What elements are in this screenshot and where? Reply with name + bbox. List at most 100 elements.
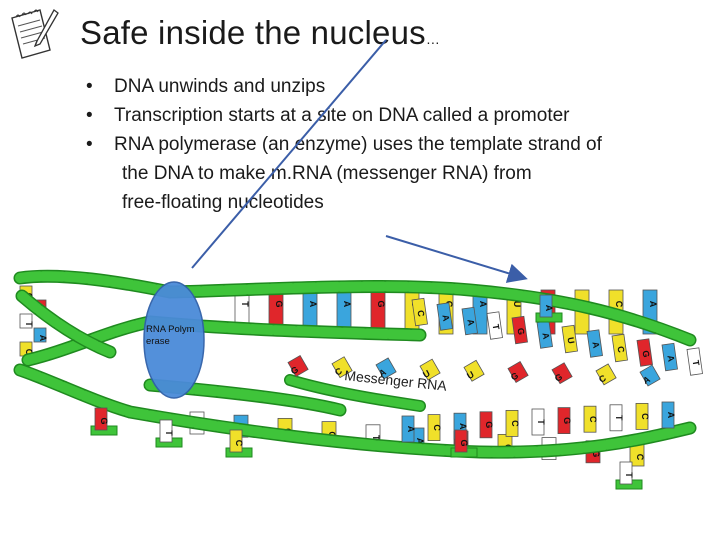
right-top-base — [436, 302, 453, 331]
rna-polymerase-label: RNA Polymerase — [146, 324, 195, 347]
right-top-base — [561, 324, 578, 354]
free-nucleotide-letter: A — [544, 305, 554, 312]
right-bottom-base-letter: C — [588, 416, 598, 423]
mrna-base — [595, 363, 617, 386]
bottom-rung-letter: A — [415, 438, 425, 445]
bullet-list: DNA unwinds and unzips Transcription sta… — [86, 72, 706, 217]
top-rung-letter: A — [342, 301, 352, 308]
right-top-base — [636, 338, 653, 367]
right-top-base — [611, 333, 628, 363]
right-top-base-letter: A — [665, 354, 676, 363]
top-rung-letter: A — [478, 301, 488, 308]
top-rung-letter: G — [274, 300, 284, 307]
right-top-base — [486, 311, 503, 340]
right-bottom-base-letter: C — [510, 420, 520, 427]
right-top-base — [411, 297, 428, 327]
right-bottom-base-letter: T — [614, 415, 624, 421]
right-top-base-letter: C — [615, 345, 626, 354]
nucleotide-arrow — [385, 235, 528, 283]
free-nucleotide-letter: T — [624, 472, 634, 478]
right-bottom-base-letter: A — [458, 423, 468, 430]
mrna-base — [551, 362, 573, 385]
right-bottom-base — [505, 409, 519, 437]
right-top-base-letter: T — [691, 359, 702, 367]
top-rung-letter: G — [376, 300, 386, 307]
right-top-base-letter: G — [640, 350, 651, 359]
right-top-base-letter: C — [415, 309, 426, 318]
right-bottom-base — [427, 414, 441, 442]
mrna-base-letter: U — [421, 368, 432, 380]
free-nucleotide-base — [159, 419, 173, 443]
pointer-arrow-line — [191, 39, 387, 269]
mrna-base-letter: U — [465, 369, 476, 381]
free-nucleotide-base — [454, 429, 468, 453]
right-top-base-letter: A — [590, 341, 601, 350]
right-bottom-base-letter: G — [484, 421, 494, 428]
mrna-base — [375, 357, 397, 380]
top-rung-letter: T — [240, 301, 250, 307]
top-rung-letter: U — [512, 301, 522, 308]
left-cross-backbone — [17, 291, 115, 357]
left-end-base-letter: C — [24, 349, 34, 356]
free-nucleotide-base — [94, 407, 108, 431]
bottom-rung-letter: C — [635, 454, 645, 461]
right-top-base-letter: A — [465, 318, 476, 327]
slide-title: Safe inside the nucleus… — [80, 14, 441, 51]
right-top-base — [686, 347, 703, 376]
mrna-base-letter: G — [289, 364, 300, 376]
right-bottom-base — [609, 404, 623, 432]
free-nucleotide-letter: T — [164, 430, 174, 436]
left-end-base-letter: T — [24, 321, 34, 327]
free-nucleotide-base — [619, 461, 633, 485]
bottom-rung-letter: G — [591, 450, 601, 457]
right-top-base-letter: G — [515, 327, 526, 336]
mrna-base-letter: C — [333, 365, 344, 377]
mrna-base-letter: G — [553, 372, 564, 384]
right-bottom-base — [635, 402, 649, 430]
right-bottom-base — [583, 405, 597, 433]
right-bottom-base-letter: G — [562, 417, 572, 424]
mrna-base — [287, 354, 309, 377]
mrna-backbone — [285, 375, 425, 411]
top-rung-letter: A — [308, 301, 318, 308]
top-rung-letter: A — [648, 301, 658, 308]
right-bottom-base-letter: A — [406, 426, 416, 433]
mrna-base-letter: A — [641, 374, 652, 386]
right-bottom-base-letter: C — [432, 424, 442, 431]
right-bottom-base-letter: C — [640, 413, 650, 420]
left-end-base — [19, 313, 33, 329]
bullet-item: RNA polymerase (an enzyme) uses the temp… — [86, 130, 706, 217]
title-ellipsis: … — [425, 31, 441, 47]
right-top-base-letter: U — [565, 336, 576, 344]
free-nucleotide-letter: G — [459, 439, 469, 446]
bullet-continuation: free-floating nucleotides — [122, 192, 324, 213]
right-top-base — [461, 306, 478, 336]
top-outer-backbone — [15, 271, 695, 345]
bullet-item: DNA unwinds and unzips — [86, 72, 706, 101]
free-nucleotide-letter: G — [99, 417, 109, 424]
mrna-base — [463, 359, 485, 382]
bottom-outer-backbone — [15, 365, 695, 458]
left-end-base-letter: A — [38, 335, 48, 342]
right-bottom-base-letter: T — [536, 419, 546, 425]
right-top-base-letter: T — [491, 323, 502, 331]
top-rung-letter: C — [614, 301, 624, 308]
free-nucleotide-base — [539, 294, 553, 318]
right-bottom-base — [557, 407, 571, 435]
mrna-base — [331, 356, 353, 379]
right-top-base-letter: A — [540, 332, 551, 341]
right-bottom-base-letter: A — [666, 412, 676, 419]
notepad-icon — [11, 9, 59, 59]
right-bottom-base — [479, 411, 493, 439]
free-nucleotide-letter: C — [234, 440, 244, 447]
mrna-base-letter: G — [509, 370, 520, 382]
free-nucleotide-base — [229, 429, 243, 453]
right-top-base — [511, 315, 528, 345]
right-top-base — [586, 329, 603, 358]
mrna-base — [419, 358, 441, 381]
rna-polymerase-shape — [143, 281, 205, 399]
right-bottom-base — [401, 415, 415, 443]
right-bottom-base — [531, 408, 545, 436]
